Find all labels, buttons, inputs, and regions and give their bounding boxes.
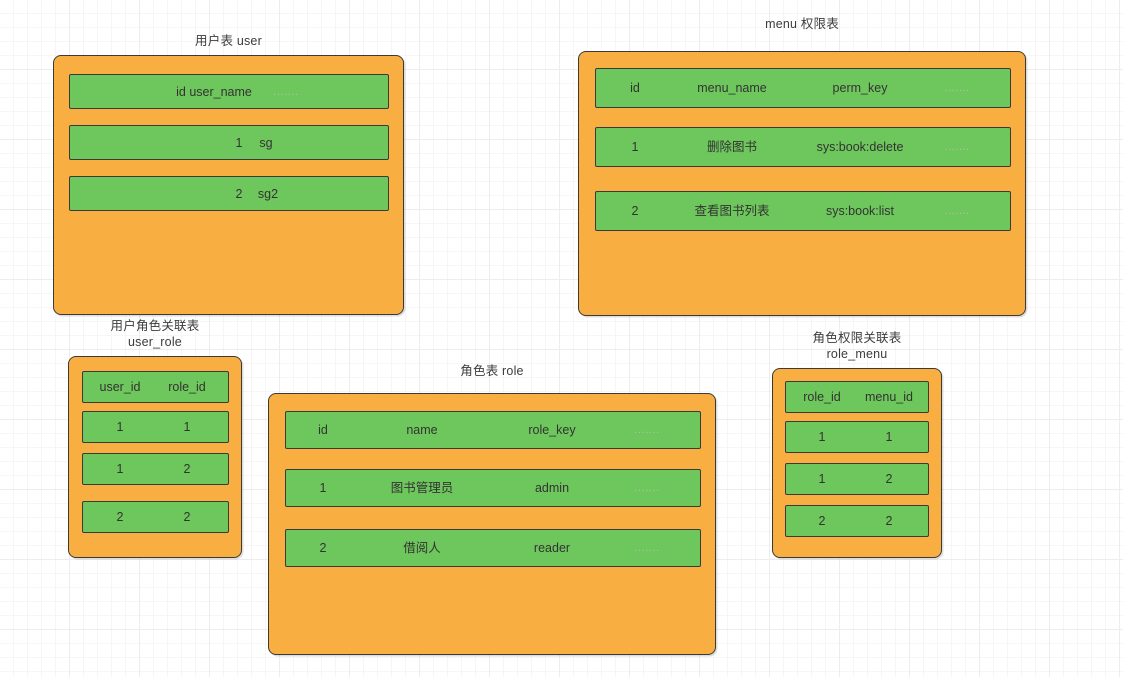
- entity-user: 用户表 user id user_name ....... 1 sg 2 sg2: [53, 33, 404, 315]
- cell-dots: .......: [944, 82, 970, 94]
- table-row[interactable]: 2 2: [82, 501, 229, 533]
- table-row[interactable]: 1 图书管理员 admin .......: [285, 469, 701, 507]
- table-row[interactable]: 2 借阅人 reader .......: [285, 529, 701, 567]
- table-row[interactable]: 1 删除图书 sys:book:delete .......: [595, 127, 1011, 167]
- cell-user-id: 1: [116, 462, 124, 476]
- cell-dots: .......: [944, 141, 970, 153]
- cell-role-id: role_id: [803, 390, 841, 404]
- cell-role-id: 2: [183, 462, 191, 476]
- cell-menu-id: 2: [885, 514, 893, 528]
- table-row[interactable]: 2 sg2: [69, 176, 389, 211]
- cell-dots: .......: [944, 205, 970, 217]
- table-row[interactable]: 2 2: [785, 505, 929, 537]
- cell-dots: .......: [634, 542, 660, 554]
- table-row[interactable]: role_id menu_id: [785, 381, 929, 413]
- table-row[interactable]: 1 2: [82, 453, 229, 485]
- entity-user-role-title-line1: 用户角色关联表: [110, 319, 200, 333]
- entity-menu-title-line1: menu 权限表: [765, 17, 839, 31]
- cell-role-key: reader: [533, 541, 571, 555]
- cell-perm-key: perm_key: [832, 81, 888, 95]
- table-row[interactable]: 1 1: [785, 421, 929, 453]
- cell-perm-key: sys:book:list: [825, 204, 895, 218]
- cell-role-key: admin: [534, 481, 570, 495]
- cell-role-id: 1: [818, 430, 826, 444]
- entity-menu-box: id menu_name perm_key ....... 1 删除图书 sys…: [578, 51, 1026, 316]
- cell-role-id: role_id: [168, 380, 206, 394]
- entity-menu-title: menu 权限表: [765, 16, 839, 32]
- cell-dots: .......: [634, 482, 660, 494]
- cell-role-id: 2: [183, 510, 191, 524]
- entity-user-title-line1: 用户表 user: [195, 34, 262, 48]
- cell-role-id: 2: [818, 514, 826, 528]
- entity-role-menu-title-line2: role_menu: [826, 347, 888, 361]
- cell-user-id: user_id: [99, 380, 141, 394]
- cell-name: 借阅人: [403, 541, 441, 555]
- entity-role-menu: 角色权限关联表 role_menu role_id menu_id 1 1 1 …: [772, 330, 942, 558]
- cell-user-name: sg: [259, 135, 273, 150]
- entity-user-role-title-line2: user_role: [128, 335, 182, 349]
- table-row[interactable]: id name role_key .......: [285, 411, 701, 449]
- cell-name: 图书管理员: [390, 481, 454, 495]
- cell-id: 2: [235, 186, 243, 201]
- cell-role-id: 1: [818, 472, 826, 486]
- cell-name: name: [406, 423, 438, 437]
- cell-menu-id: 1: [885, 430, 893, 444]
- table-row[interactable]: 1 2: [785, 463, 929, 495]
- cell-id: 1: [235, 135, 243, 150]
- table-row[interactable]: id menu_name perm_key .......: [595, 68, 1011, 108]
- entity-user-role-title: 用户角色关联表 user_role: [111, 318, 200, 350]
- entity-user-title: 用户表 user: [195, 33, 262, 49]
- cell-role-id: 1: [183, 420, 191, 434]
- entity-role-menu-title: 角色权限关联表 role_menu: [813, 330, 902, 362]
- cell-id: 1: [631, 140, 639, 154]
- entity-user-role: 用户角色关联表 user_role user_id role_id 1 1 1 …: [68, 318, 242, 558]
- entity-role-title: 角色表 role: [460, 363, 523, 379]
- entity-role-box: id name role_key ....... 1 图书管理员 admin .…: [268, 393, 716, 655]
- table-row[interactable]: 2 查看图书列表 sys:book:list .......: [595, 191, 1011, 231]
- cell-user-id: 2: [116, 510, 124, 524]
- cell-menu-name: 删除图书: [706, 140, 758, 154]
- cell-columns: id user_name: [176, 84, 252, 99]
- cell-role-key: role_key: [528, 423, 576, 437]
- cell-menu-id: menu_id: [865, 390, 913, 404]
- cell-menu-name: menu_name: [697, 81, 767, 95]
- cell-user-name: sg2: [257, 186, 279, 201]
- entity-role: 角色表 role id name role_key ....... 1 图书管理…: [268, 363, 716, 655]
- cell-id: 2: [631, 204, 639, 218]
- entity-user-box: id user_name ....... 1 sg 2 sg2: [53, 55, 404, 315]
- cell-perm-key: sys:book:delete: [816, 140, 904, 154]
- entity-role-menu-title-line1: 角色权限关联表: [812, 331, 902, 345]
- cell-menu-id: 2: [885, 472, 893, 486]
- cell-user-id: 1: [116, 420, 124, 434]
- cell-dots: .......: [273, 85, 299, 98]
- table-row[interactable]: 1 sg: [69, 125, 389, 160]
- cell-id: 2: [319, 541, 327, 555]
- cell-id: id: [630, 81, 640, 95]
- cell-id: id: [318, 423, 328, 437]
- cell-dots: .......: [634, 424, 660, 436]
- table-row[interactable]: 1 1: [82, 411, 229, 443]
- cell-id: 1: [319, 481, 327, 495]
- entity-role-menu-box: role_id menu_id 1 1 1 2 2 2: [772, 368, 942, 558]
- entity-role-title-line1: 角色表 role: [460, 364, 524, 378]
- cell-menu-name: 查看图书列表: [694, 204, 770, 218]
- table-row[interactable]: user_id role_id: [82, 371, 229, 403]
- entity-user-role-box: user_id role_id 1 1 1 2 2 2: [68, 356, 242, 558]
- entity-menu: menu 权限表 id menu_name perm_key ....... 1…: [578, 16, 1026, 316]
- table-row[interactable]: id user_name .......: [69, 74, 389, 109]
